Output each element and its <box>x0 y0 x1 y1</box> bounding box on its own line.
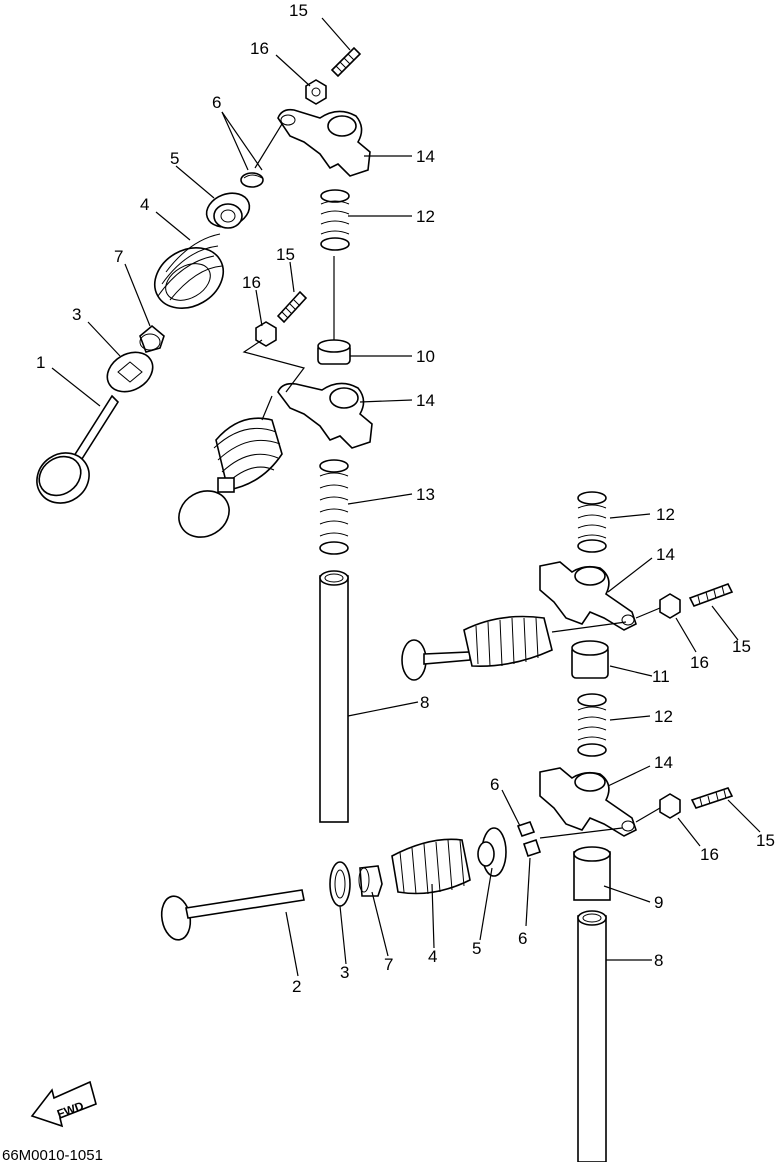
adjust-screw-15-right-lower-drawing <box>690 787 734 809</box>
valve-cotter-6-lower-drawing <box>516 821 542 858</box>
adjust-screw-15-mid-drawing <box>276 290 308 324</box>
drawing-code: 66M0010-1051 <box>2 1147 103 1162</box>
callout-16: 16 <box>242 273 261 292</box>
callout-14: 14 <box>654 753 673 772</box>
callout-14: 14 <box>656 545 675 564</box>
spring-12-right-upper-drawing <box>577 491 607 553</box>
spring-12-top-drawing <box>320 189 350 251</box>
adjust-screw-15-top-drawing <box>330 46 362 78</box>
rocker-arm-14-second-drawing <box>277 382 373 449</box>
callout-6: 6 <box>490 775 499 794</box>
rocker-arm-14-right-upper-drawing <box>539 561 637 631</box>
valve-2-drawing <box>160 889 305 941</box>
fwd-arrow-icon: FWD <box>30 1080 97 1128</box>
valve-seal-7-lower-drawing <box>358 865 383 897</box>
callout-4: 4 <box>428 947 437 966</box>
sleeve-10-drawing <box>317 339 351 365</box>
valve-seal-7-drawing <box>139 324 165 353</box>
locknut-16-top-drawing <box>305 79 327 105</box>
callout-14: 14 <box>416 147 435 166</box>
callout-12: 12 <box>656 505 675 524</box>
valve-cotter-6-drawing <box>240 172 264 188</box>
pushrod-8-right-drawing <box>577 910 607 1162</box>
leader-lines <box>51 17 761 977</box>
adjust-screw-15-right-upper-drawing <box>688 583 734 607</box>
valve-spring-4-drawing <box>154 233 224 309</box>
callout-6: 6 <box>518 929 527 948</box>
callout-6: 6 <box>212 93 221 112</box>
callout-9: 9 <box>654 893 663 912</box>
callout-5: 5 <box>170 149 179 168</box>
callout-16: 16 <box>250 39 269 58</box>
callout-1: 1 <box>36 353 45 372</box>
sleeve-11-drawing <box>571 640 609 679</box>
callout-14: 14 <box>416 391 435 410</box>
callout-11: 11 <box>652 667 670 686</box>
valve-assembly-mid-drawing <box>178 417 283 538</box>
callout-15: 15 <box>276 245 295 264</box>
callout-12: 12 <box>416 207 435 226</box>
callout-15: 15 <box>756 831 775 850</box>
callout-16: 16 <box>700 845 719 864</box>
spring-13-drawing <box>319 459 349 555</box>
pushrod-8-left-drawing <box>319 570 349 823</box>
assembly-guide-lines <box>242 123 661 839</box>
callout-7: 7 <box>384 955 393 974</box>
callout-16: 16 <box>690 653 709 672</box>
spring-seat-3-drawing <box>106 351 154 393</box>
valve-spring-4-lower-drawing <box>391 838 471 895</box>
part-callouts: 15 16 6 5 4 7 3 1 14 12 15 16 10 14 13 1… <box>36 1 775 996</box>
valve-1-drawing <box>36 394 120 504</box>
callout-7: 7 <box>114 247 123 266</box>
callout-13: 13 <box>416 485 435 504</box>
callout-2: 2 <box>292 977 301 996</box>
rocker-arm-14-top-drawing <box>277 108 371 177</box>
callout-3: 3 <box>340 963 349 982</box>
spring-retainer-5-lower-drawing <box>477 827 507 877</box>
callout-15: 15 <box>732 637 751 656</box>
locknut-16-right-lower-drawing <box>659 793 681 819</box>
callout-3: 3 <box>72 305 81 324</box>
callout-4: 4 <box>140 195 149 214</box>
callout-5: 5 <box>472 939 481 958</box>
spring-retainer-5-drawing <box>205 192 251 229</box>
callout-15: 15 <box>289 1 308 20</box>
valve-assembly-right-drawing <box>401 615 553 681</box>
spring-12-right-lower-drawing <box>577 693 607 757</box>
callout-10: 10 <box>416 347 435 366</box>
spring-seat-3-lower-drawing <box>329 861 351 907</box>
locknut-16-right-upper-drawing <box>659 593 681 619</box>
sleeve-9-drawing <box>573 846 611 901</box>
callout-8: 8 <box>420 693 429 712</box>
callout-12: 12 <box>654 707 673 726</box>
callout-8: 8 <box>654 951 663 970</box>
rocker-arm-14-right-lower-drawing <box>539 767 637 837</box>
